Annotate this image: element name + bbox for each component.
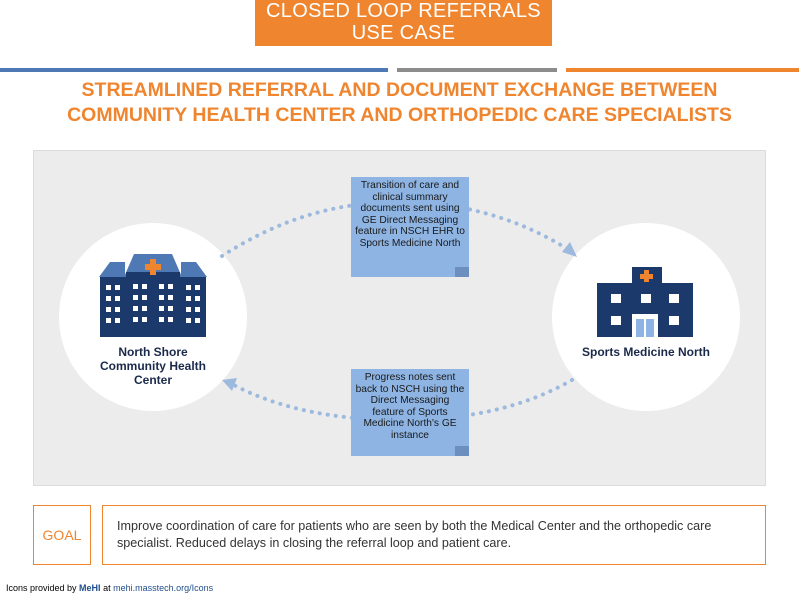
node-label-left: North Shore Community Health Center xyxy=(99,345,206,387)
note-return-text: Progress notes sent back to NSCH using t… xyxy=(355,372,465,441)
title-line-2: USE CASE xyxy=(351,22,456,44)
heading-line-1: STREAMLINED REFERRAL AND DOCUMENT EXCHAN… xyxy=(81,79,718,101)
credit-middle: at xyxy=(100,583,114,593)
node-label-right: Sports Medicine North xyxy=(581,345,710,359)
page-heading: STREAMLINED REFERRAL AND DOCUMENT EXCHAN… xyxy=(0,78,799,128)
note-fold-icon xyxy=(455,446,469,456)
divider-orange xyxy=(566,68,799,72)
credit-link[interactable]: mehi.masstech.org/Icons xyxy=(113,583,214,593)
title-banner: CLOSED LOOP REFERRALS USE CASE xyxy=(255,0,552,46)
note-outbound-text: Transition of care and clinical summary … xyxy=(355,180,465,249)
goal-label-box: GOAL xyxy=(33,505,91,565)
note-return: Progress notes sent back to NSCH using t… xyxy=(351,369,469,456)
note-fold-icon xyxy=(455,267,469,277)
clinic-building-icon xyxy=(597,267,693,337)
credit-prefix: Icons provided by xyxy=(6,583,80,593)
goal-label: GOAL xyxy=(42,527,82,543)
goal-text-box: Improve coordination of care for patient… xyxy=(102,505,766,565)
divider-gray xyxy=(397,68,557,72)
arrowhead-bottom-icon xyxy=(222,378,237,391)
title-line-1: CLOSED LOOP REFERRALS xyxy=(266,0,541,22)
divider-blue xyxy=(0,68,388,72)
arrowhead-top-icon xyxy=(562,242,577,257)
credit-brand: MeHI xyxy=(79,583,101,593)
heading-line-2: COMMUNITY HEALTH CENTER AND ORTHOPEDIC C… xyxy=(67,104,732,126)
icon-credit: Icons provided by MeHI at mehi.masstech.… xyxy=(6,583,213,593)
goal-text: Improve coordination of care for patient… xyxy=(117,519,712,550)
note-outbound: Transition of care and clinical summary … xyxy=(351,177,469,277)
hospital-buildings-icon xyxy=(99,254,207,337)
